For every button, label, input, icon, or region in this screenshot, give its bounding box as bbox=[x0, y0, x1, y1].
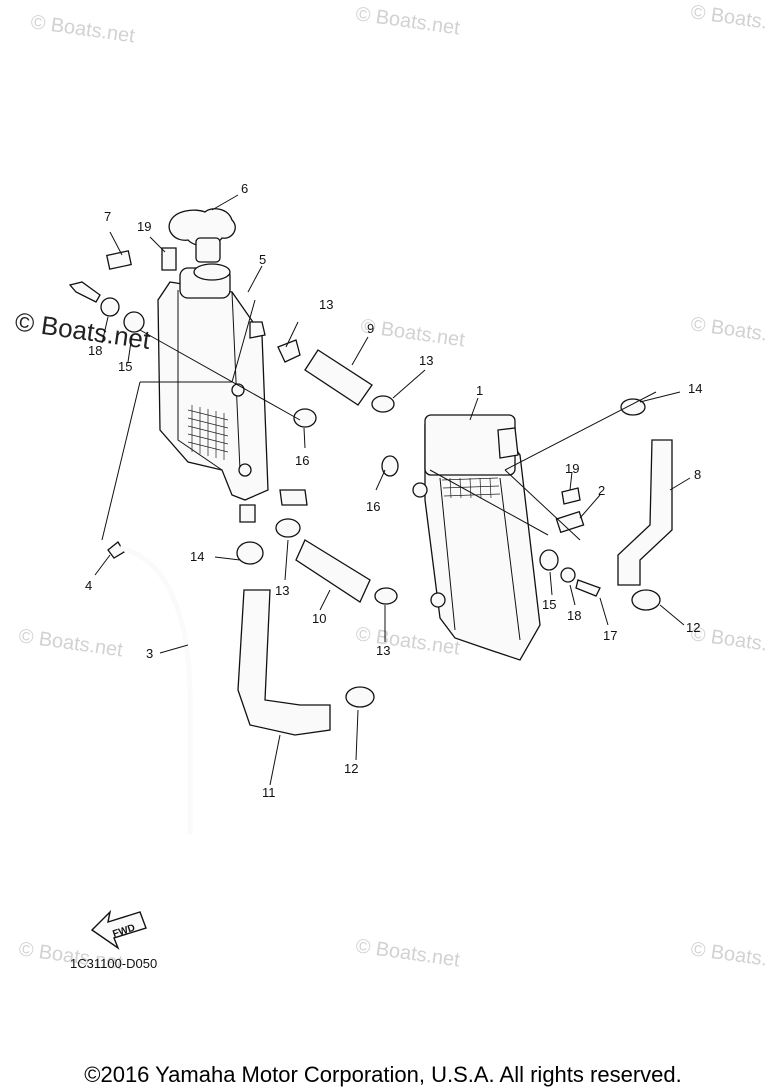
callout-13b: 13 bbox=[419, 353, 433, 368]
callout-2: 2 bbox=[598, 483, 605, 498]
hose-8 bbox=[617, 439, 673, 586]
hose-3 bbox=[119, 547, 191, 835]
callout-14b: 14 bbox=[688, 381, 702, 396]
callout-9: 9 bbox=[367, 321, 374, 336]
watermark: © Boats.net bbox=[29, 11, 136, 47]
callout-16b: 16 bbox=[366, 499, 380, 514]
callout-14a: 14 bbox=[190, 549, 204, 564]
right-radiator bbox=[381, 414, 601, 661]
callout-7: 7 bbox=[104, 209, 111, 224]
callout-19b: 19 bbox=[565, 461, 579, 476]
watermark: © Boats.net bbox=[689, 623, 766, 659]
hose-3-inner bbox=[119, 545, 193, 835]
callout-13d: 13 bbox=[376, 643, 390, 658]
watermark: © Boats.net bbox=[689, 938, 766, 974]
callout-11: 11 bbox=[262, 785, 276, 800]
watermark: © Boats.net bbox=[354, 935, 461, 971]
hose-11 bbox=[237, 589, 331, 736]
callout-10: 10 bbox=[312, 611, 326, 626]
callout-18a: 18 bbox=[88, 343, 102, 358]
callout-3: 3 bbox=[146, 646, 153, 661]
callout-15b: 15 bbox=[542, 597, 556, 612]
callout-18b: 18 bbox=[567, 608, 581, 623]
callout-12a: 12 bbox=[344, 761, 358, 776]
callout-5: 5 bbox=[259, 252, 266, 267]
watermark: © Boats.net bbox=[359, 315, 466, 351]
copyright-text: ©2016 Yamaha Motor Corporation, U.S.A. A… bbox=[84, 1062, 682, 1087]
radiator-cap bbox=[168, 208, 236, 281]
clamps bbox=[345, 395, 661, 708]
fwd-arrow-icon: FWD bbox=[90, 909, 147, 950]
callout-8: 8 bbox=[694, 467, 701, 482]
diagram-code: 1C31100-D050 bbox=[70, 956, 157, 971]
hose-9 bbox=[304, 349, 373, 406]
callout-6: 6 bbox=[241, 181, 248, 196]
watermark: © Boats.net bbox=[354, 3, 461, 39]
callouts: 1 2 3 4 5 6 7 8 9 10 11 12 12 13 13 13 1… bbox=[85, 181, 702, 800]
left-small-parts bbox=[68, 247, 317, 565]
watermark: © Boats.net bbox=[689, 1, 766, 37]
leader-lines bbox=[94, 194, 691, 786]
callout-15a: 15 bbox=[118, 359, 132, 374]
callout-4: 4 bbox=[85, 578, 92, 593]
watermark: © Boats.net bbox=[689, 313, 766, 349]
callout-16a: 16 bbox=[295, 453, 309, 468]
left-radiator bbox=[157, 267, 308, 523]
callout-13c: 13 bbox=[275, 583, 289, 598]
callout-1: 1 bbox=[476, 383, 483, 398]
callout-13a: 13 bbox=[319, 297, 333, 312]
watermark: © Boats.net bbox=[354, 623, 461, 659]
callout-19a: 19 bbox=[137, 219, 151, 234]
callout-17: 17 bbox=[603, 628, 617, 643]
callout-12b: 12 bbox=[686, 620, 700, 635]
watermark: © Boats.net bbox=[17, 625, 124, 661]
hose-10 bbox=[295, 539, 371, 603]
